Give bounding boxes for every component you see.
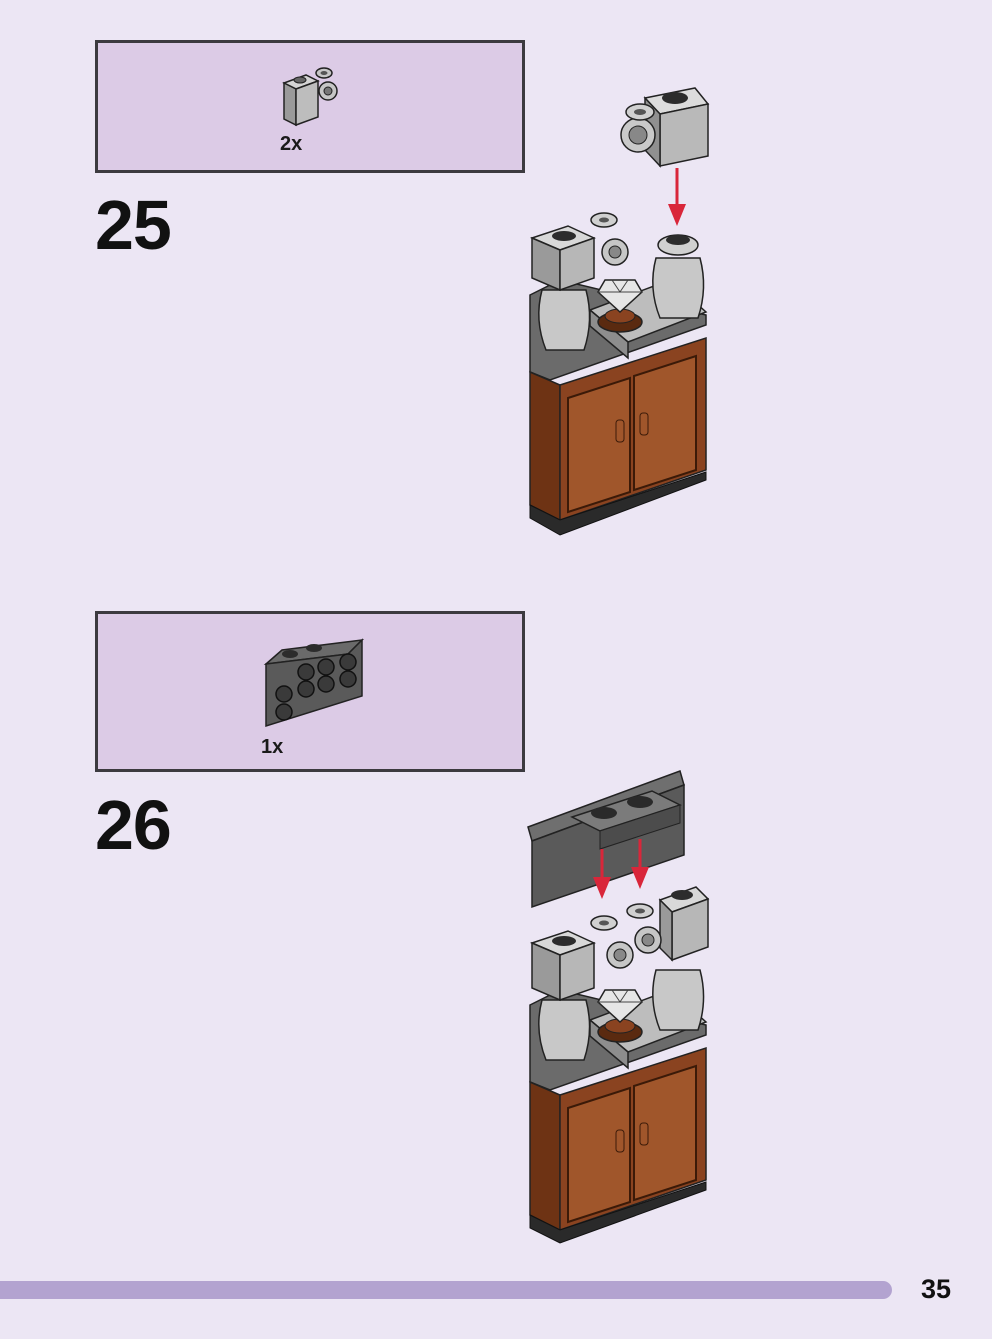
step-25-assembly-illustration	[529, 87, 710, 536]
page-number: 35	[921, 1274, 952, 1304]
part-quantity: 2x	[280, 133, 303, 155]
step-number: 26	[95, 786, 172, 864]
bracket-plate-piece	[527, 770, 685, 909]
parts-box-step-25: 2x	[95, 40, 525, 173]
placement-arrow	[668, 168, 686, 226]
part-quantity: 1x	[261, 736, 284, 758]
bracket-piece	[620, 87, 710, 168]
footer-progress-bar	[0, 1281, 892, 1299]
bracket-with-clip-part-icon	[282, 67, 338, 127]
bracket-plate-part-icon	[263, 638, 365, 728]
cabinet	[529, 886, 710, 1244]
step-number: 25	[95, 186, 172, 264]
cabinet	[529, 212, 708, 536]
placement-arrows	[593, 839, 649, 899]
step-26-assembly-illustration	[527, 770, 710, 1244]
parts-box-step-26: 1x	[95, 611, 525, 772]
